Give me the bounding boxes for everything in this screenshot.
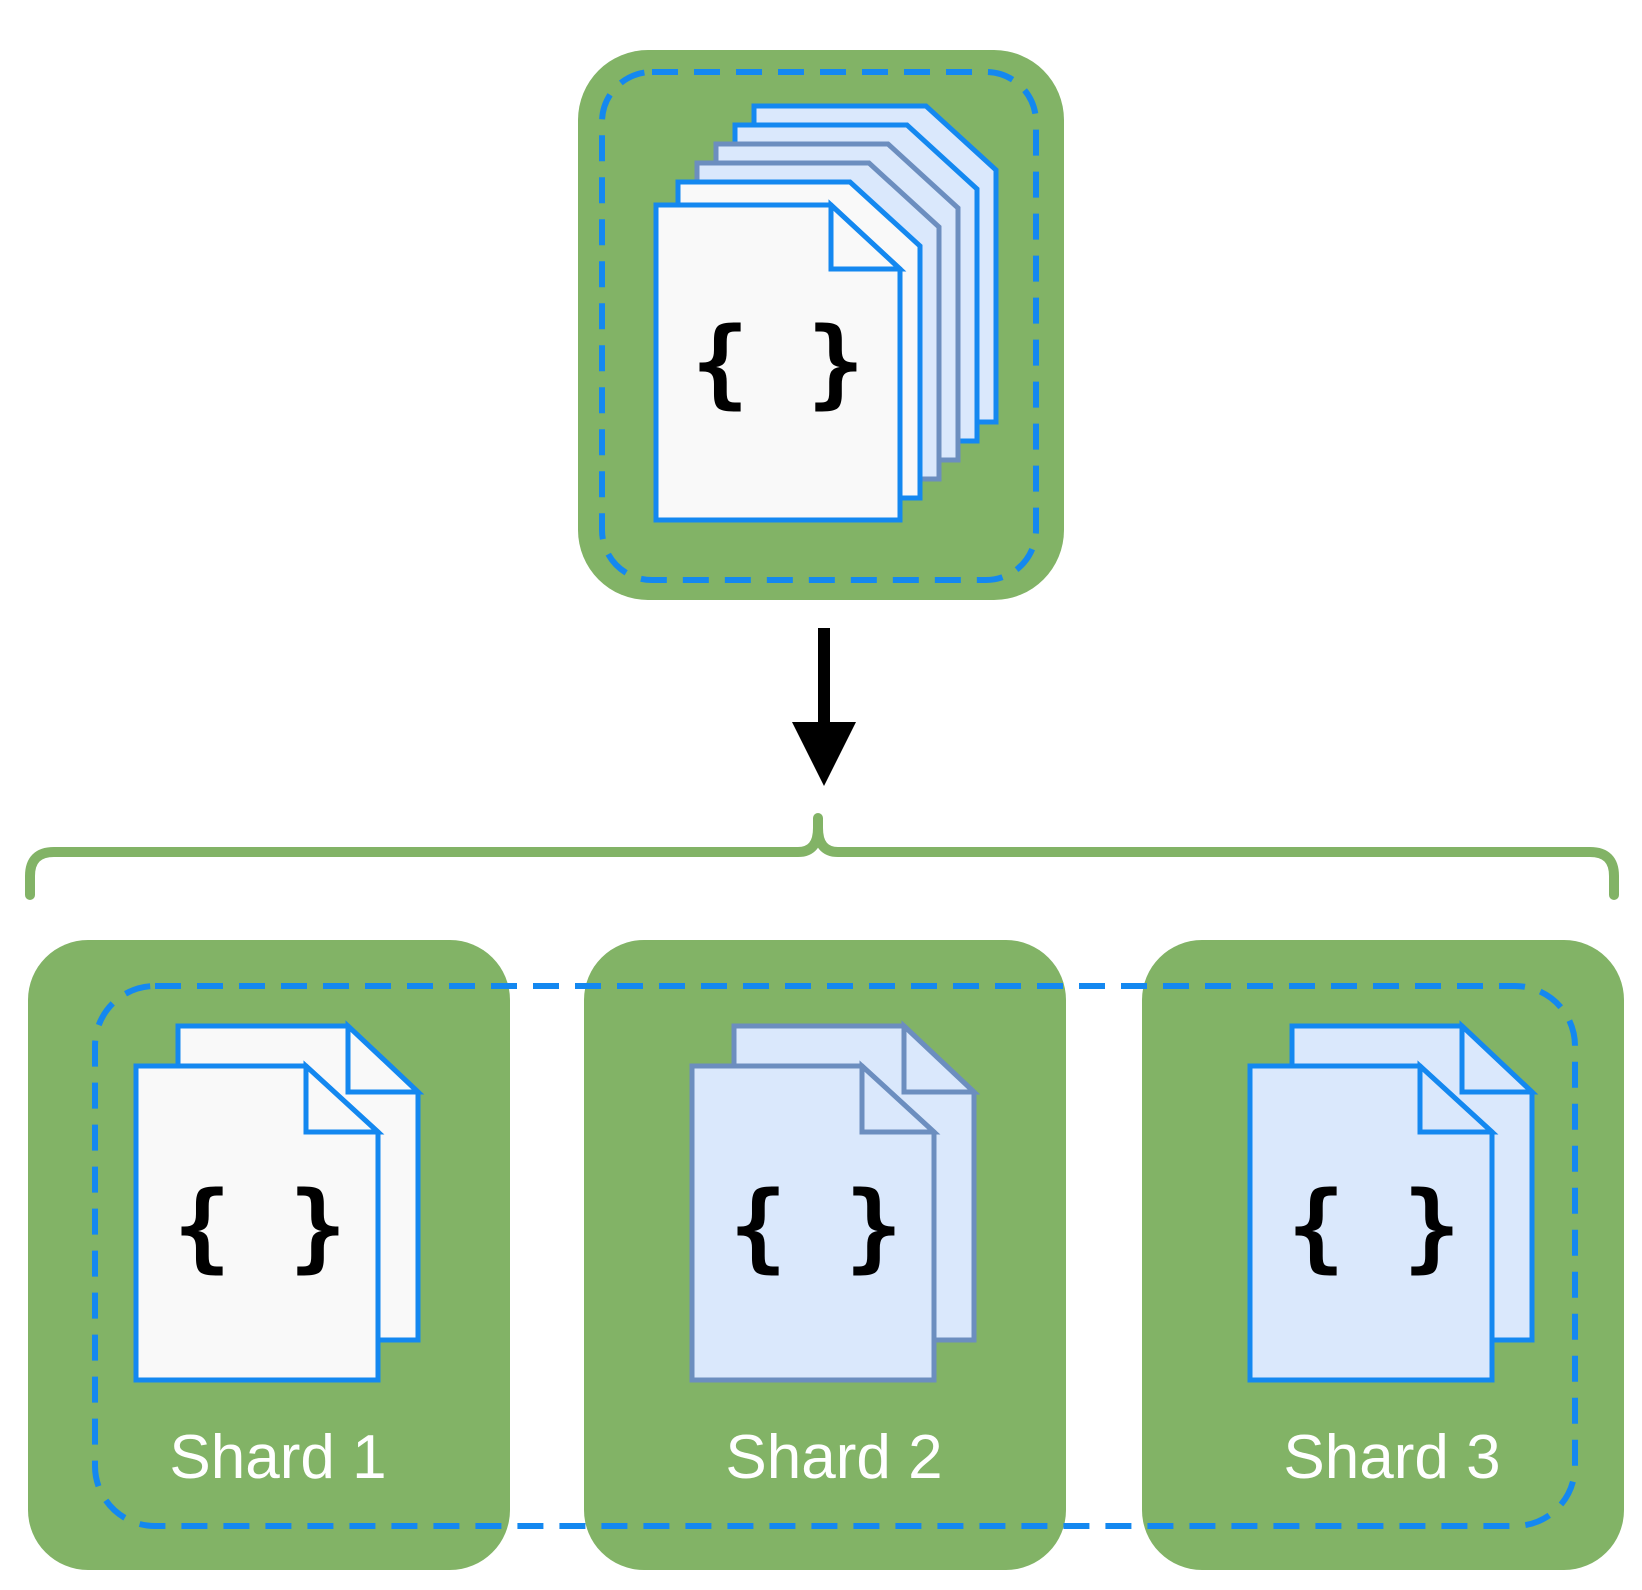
source-collection: { }	[578, 50, 1064, 600]
json-document-pair-icon: { }	[1247, 1020, 1539, 1383]
page-fold	[901, 1020, 981, 1095]
page-fold	[859, 1060, 941, 1135]
arrow-down-icon	[792, 628, 856, 786]
json-document-pair-icon: { }	[133, 1020, 425, 1383]
page-fold	[1417, 1060, 1499, 1135]
source-dashed-frame	[599, 69, 1039, 583]
page-fold	[303, 1060, 385, 1135]
json-braces-glyph: { }	[1287, 1171, 1460, 1283]
shards-dashed-frame	[92, 983, 1578, 1529]
shard-1-label: Shard 1	[169, 1423, 386, 1492]
page-fold	[828, 199, 907, 272]
page-fold	[345, 1020, 425, 1095]
shard-3-label: Shard 3	[1283, 1423, 1500, 1492]
page-fold	[1459, 1020, 1539, 1095]
json-braces-glyph: { }	[691, 307, 864, 419]
shard-2-label: Shard 2	[725, 1423, 942, 1492]
front-page	[689, 1063, 937, 1383]
front-page	[133, 1063, 381, 1383]
json-documents-stack-icon: { }	[653, 103, 999, 523]
json-document-pair-icon: { }	[689, 1020, 981, 1383]
json-braces-glyph: { }	[173, 1171, 346, 1283]
front-page	[653, 202, 903, 523]
front-page	[1247, 1063, 1495, 1383]
curly-brace-icon	[25, 813, 1619, 900]
json-braces-glyph: { }	[729, 1171, 902, 1283]
